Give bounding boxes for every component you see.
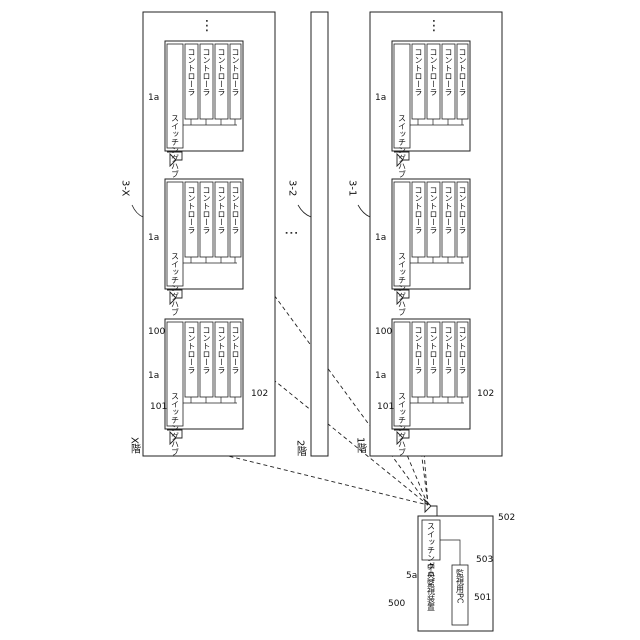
- floor-x-ref-leader: [132, 205, 143, 217]
- monitor-device-label: 中央監視装置: [427, 562, 436, 611]
- switching-hub-label: スイッチングハブ: [398, 114, 407, 178]
- controller-label-3: コントローラ: [444, 186, 453, 234]
- central-monitor: スイッチングハブ 中央監視装置 監視用PC 500 5a 501 502 503: [388, 500, 515, 631]
- floor-1-label: 1階: [355, 437, 367, 454]
- controller-label-2: コントローラ: [429, 186, 438, 234]
- ref-antenna: 101: [150, 402, 167, 412]
- controller-label-1: コントローラ: [187, 186, 196, 234]
- ref-box: 100: [148, 327, 165, 337]
- switching-hub-label: スイッチングハブ: [171, 252, 180, 316]
- controller-label-1: コントローラ: [187, 326, 196, 374]
- ref-unit: 1a: [375, 93, 386, 103]
- controller-label-3: コントローラ: [444, 48, 453, 96]
- ref-box: 100: [375, 327, 392, 337]
- controller-label-4: コントローラ: [458, 48, 467, 96]
- ref-switch: 102: [251, 389, 268, 399]
- switching-hub-label: スイッチングハブ: [171, 114, 180, 178]
- floor-1: 1階 3-1 ⋮ スイッチングハブ コントローラ コントローラ コントローラ コ…: [347, 12, 503, 456]
- ref-antenna: 503: [476, 555, 493, 565]
- ref-unit: 1a: [148, 233, 159, 243]
- ref-unit: 1a: [375, 371, 386, 381]
- controller-label-2: コントローラ: [202, 326, 211, 374]
- ref-unit: 1a: [375, 233, 386, 243]
- controller-label-3: コントローラ: [217, 48, 226, 96]
- floor-2-ref-leader: [298, 205, 311, 217]
- antenna-icon: [425, 500, 437, 516]
- ref-unit: 1a: [148, 371, 159, 381]
- between-floors-ellipsis: ⋮: [283, 226, 299, 240]
- controller-label-3: コントローラ: [217, 326, 226, 374]
- controller-label-4: コントローラ: [231, 186, 240, 234]
- ref-unit: 1a: [148, 93, 159, 103]
- controller-label-4: コントローラ: [231, 48, 240, 96]
- controller-label-4: コントローラ: [231, 326, 240, 374]
- floor-2-ref: 3-2: [287, 180, 298, 196]
- switching-hub-label: スイッチングハブ: [171, 392, 180, 456]
- floor-1-ref: 3-1: [347, 180, 358, 196]
- floor-x-label: X階: [129, 437, 141, 455]
- switching-hub-label: スイッチングハブ: [398, 392, 407, 456]
- controller-label-1: コントローラ: [414, 326, 423, 374]
- floor-1-ellipsis: ⋮: [427, 18, 441, 34]
- switching-hub-label: スイッチングハブ: [398, 252, 407, 316]
- floor-2: 2階 3-2 ⋮: [283, 12, 328, 457]
- ref-unit: 5a: [406, 571, 417, 581]
- controller-label-2: コントローラ: [202, 48, 211, 96]
- floor-x-ref: 3-X: [120, 180, 131, 196]
- controller-label-4: コントローラ: [458, 186, 467, 234]
- floor-x-ellipsis: ⋮: [200, 18, 214, 34]
- floor-1-ref-leader: [358, 205, 370, 217]
- controller-label-1: コントローラ: [187, 48, 196, 96]
- controller-label-1: コントローラ: [414, 186, 423, 234]
- ref-system: 500: [388, 599, 405, 609]
- controller-label-3: コントローラ: [217, 186, 226, 234]
- monitor-pc-label: 監視用PC: [456, 568, 465, 604]
- ref-switch: 102: [477, 389, 494, 399]
- ref-pc: 501: [474, 593, 491, 603]
- controller-label-4: コントローラ: [458, 326, 467, 374]
- ref-antenna: 101: [377, 402, 394, 412]
- ref-switching: 502: [498, 513, 515, 523]
- floor-2-label: 2階: [295, 440, 307, 457]
- controller-label-2: コントローラ: [429, 48, 438, 96]
- floor-2-frame: [311, 12, 328, 456]
- controller-label-3: コントローラ: [444, 326, 453, 374]
- floor-x: X階 3-X ⋮ スイッチングハブ コントローラ コントローラ コントローラ コ…: [120, 12, 276, 456]
- controller-label-1: コントローラ: [414, 48, 423, 96]
- controller-label-2: コントローラ: [202, 186, 211, 234]
- controller-label-2: コントローラ: [429, 326, 438, 374]
